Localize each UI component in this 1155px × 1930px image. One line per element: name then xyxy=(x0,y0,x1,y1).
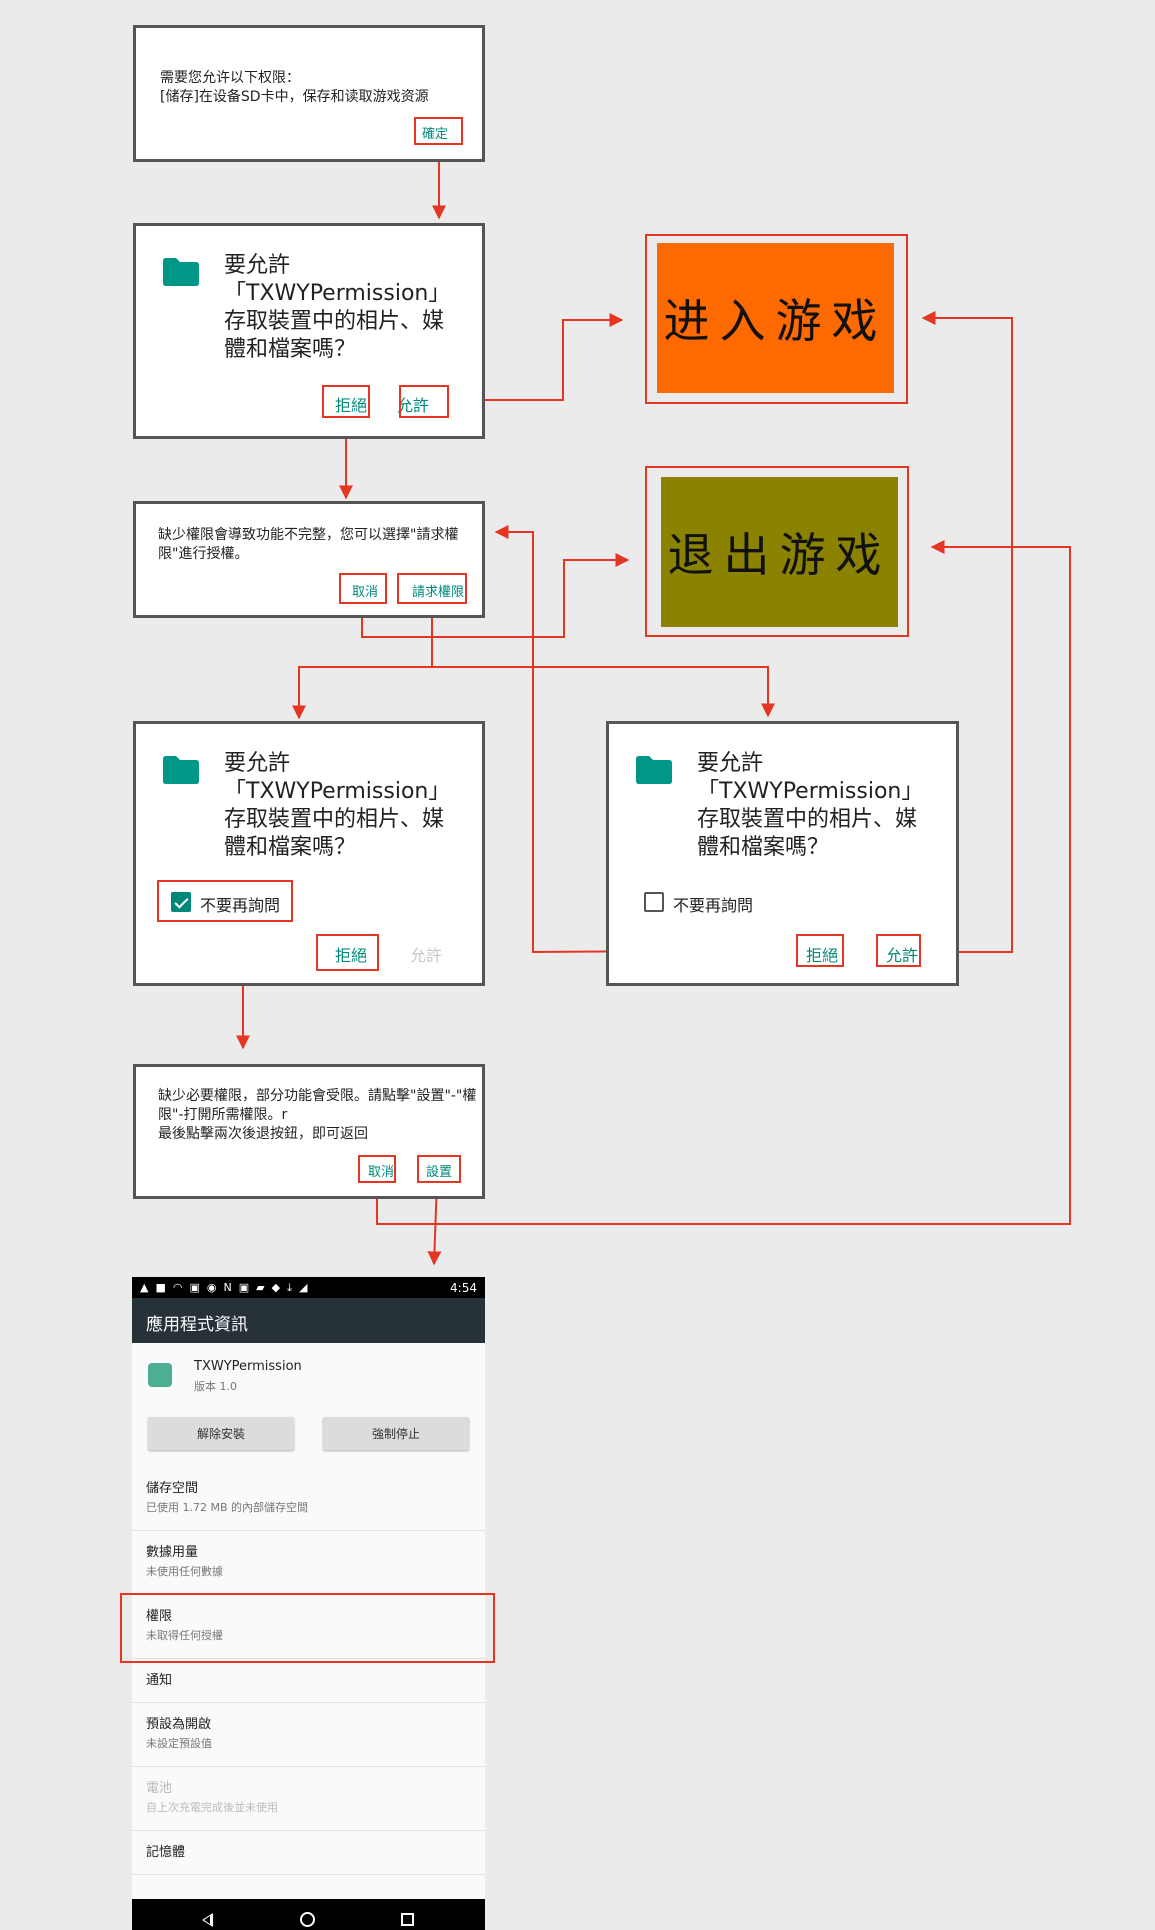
storage-sub: 已使用 1.72 MB 的內部儲存空間 xyxy=(146,1501,309,1514)
dont-ask-checkbox[interactable] xyxy=(644,892,664,912)
deny-button[interactable]: 拒絕 xyxy=(805,946,838,965)
dialog5-cancel-highlight xyxy=(358,1155,396,1183)
permission-dialog: 要允許 「TXWYPermission」 存取裝置中的相片、媒 體和檔案嗎？ 拒… xyxy=(133,223,485,439)
recents-icon[interactable] xyxy=(401,1913,414,1926)
dialog5-settings-highlight xyxy=(417,1155,461,1183)
battery-row: 電池 自上次充電完成後並未使用 xyxy=(132,1767,485,1831)
signal-icon: ◢ xyxy=(298,1281,308,1294)
notice-line2: [储存]在设备SD卡中，保存和读取游戏资源 xyxy=(160,89,429,105)
app-name: TXWYPermission xyxy=(194,1359,302,1374)
permissions-sub: 未取得任何授權 xyxy=(146,1629,223,1642)
arrow-request-to-left-dialog xyxy=(292,666,432,720)
app-version: 版本 1.0 xyxy=(194,1380,237,1393)
deny-highlight xyxy=(322,385,370,418)
permission-title: 要允許 「TXWYPermission」 存取裝置中的相片、媒 體和檔案嗎？ xyxy=(224,751,451,860)
data-usage-sub: 未使用任何數據 xyxy=(146,1565,223,1578)
go-settings-dialog: 缺少必要權限，部分功能會受限。請點擊"設置"-"權限"-打開所需權限。r 最後點… xyxy=(133,1064,485,1199)
open-by-default-sub: 未設定預設值 xyxy=(146,1737,212,1750)
battery-sub: 自上次充電完成後並未使用 xyxy=(146,1801,278,1814)
app-header: TXWYPermission 版本 1.0 xyxy=(132,1343,485,1403)
bookmark-icon: ▰ xyxy=(256,1281,265,1294)
cancel-highlight xyxy=(339,573,387,604)
android-icon: ◆ xyxy=(271,1281,281,1294)
dont-ask-label: 不要再詢問 xyxy=(200,896,281,915)
permission-title: 要允許 「TXWYPermission」 存取裝置中的相片、媒 體和檔案嗎？ xyxy=(224,253,451,362)
permission-title: 要允許 「TXWYPermission」 存取裝置中的相片、媒 體和檔案嗎？ xyxy=(697,751,924,860)
deny-button[interactable]: 拒絕 xyxy=(334,396,367,415)
status-bar: ▲ ■ ◠ ▣ ◉ N ▣ ▰ ◆ ⤓ ◢ 4:54 xyxy=(132,1277,485,1298)
exit-game-frame xyxy=(645,466,909,637)
enter-game-box[interactable]: 进入游戏 xyxy=(657,243,894,393)
enter-game-frame xyxy=(645,234,908,404)
storage-notice-dialog: 需要您允许以下权限： [储存]在设备SD卡中，保存和读取游戏资源 確定 xyxy=(133,25,485,162)
dont-ask-highlight xyxy=(157,880,293,922)
app-actions: 解除安裝 強制停止 xyxy=(132,1403,485,1467)
permissions-title: 權限 xyxy=(146,1609,173,1624)
battery-title: 電池 xyxy=(146,1781,173,1796)
memory-row[interactable]: 記憶體 xyxy=(132,1831,485,1875)
arrow-allow-to-enter-game xyxy=(449,313,624,401)
cancel-button[interactable]: 取消 xyxy=(367,1165,394,1180)
storage-row[interactable]: 儲存空間 已使用 1.72 MB 的內部儲存空間 xyxy=(132,1467,485,1531)
notifications-title: 通知 xyxy=(146,1673,173,1688)
allow-button[interactable]: 允許 xyxy=(885,946,918,965)
nfc-icon: N xyxy=(223,1281,232,1294)
force-stop-button[interactable]: 強制停止 xyxy=(323,1417,469,1450)
storage-title: 儲存空間 xyxy=(146,1481,199,1496)
dont-ask-label: 不要再詢問 xyxy=(673,896,754,915)
arrow-right-allow-to-enter-game xyxy=(920,311,1013,953)
allow-highlight xyxy=(399,385,449,418)
image-icon: ▣ xyxy=(189,1281,200,1294)
notice-line1: 需要您允许以下权限： xyxy=(160,70,300,86)
data-usage-title: 數據用量 xyxy=(146,1545,199,1560)
dont-ask-checkbox[interactable] xyxy=(171,892,191,912)
notifications-row[interactable]: 通知 xyxy=(132,1659,485,1703)
warning-icon: ▲ xyxy=(140,1281,149,1294)
missing-permission-text: 缺少權限會導致功能不完整，您可以選擇"請求權限"進行授權。 xyxy=(158,527,459,562)
permissions-row-highlight xyxy=(120,1593,495,1663)
deny-button[interactable]: 拒絕 xyxy=(334,946,367,965)
exit-game-box[interactable]: 退出游戏 xyxy=(661,477,898,627)
download-icon: ⤓ xyxy=(287,1280,292,1294)
status-time: 4:54 xyxy=(450,1280,477,1295)
confirm-highlight xyxy=(414,117,463,145)
confirm-button[interactable]: 確定 xyxy=(421,127,448,142)
cancel-button[interactable]: 取消 xyxy=(351,585,378,600)
deny-left-highlight xyxy=(316,934,379,971)
permission-dialog-dont-ask-checked: 要允許 「TXWYPermission」 存取裝置中的相片、媒 體和檔案嗎？ 不… xyxy=(133,721,485,986)
data-usage-row[interactable]: 數據用量 未使用任何數據 xyxy=(132,1531,485,1595)
uninstall-button[interactable]: 解除安裝 xyxy=(148,1417,294,1450)
folder-icon xyxy=(163,756,199,784)
folder-icon xyxy=(163,258,199,286)
deny-right-highlight xyxy=(796,934,844,967)
folder-icon xyxy=(636,756,672,784)
allow-right-highlight xyxy=(876,934,921,967)
missing-permission-dialog: 缺少權限會導致功能不完整，您可以選擇"請求權限"進行授權。 取消 請求權限 xyxy=(133,501,485,618)
app-bar-title: 應用程式資訊 xyxy=(132,1298,485,1343)
go-settings-text: 缺少必要權限，部分功能會受限。請點擊"設置"-"權限"-打開所需權限。r 最後點… xyxy=(158,1088,477,1142)
allow-button[interactable]: 允許 xyxy=(396,396,429,415)
facebook-icon: ■ xyxy=(155,1281,166,1294)
permissions-row[interactable]: 權限 未取得任何授權 xyxy=(132,1595,485,1659)
arrow-request-to-right-dialog xyxy=(432,666,775,718)
request-permission-button[interactable]: 請求權限 xyxy=(411,585,464,600)
arrow-cancel-to-exit-game xyxy=(361,553,630,638)
back-icon[interactable] xyxy=(202,1913,213,1927)
settings-button[interactable]: 設置 xyxy=(425,1165,452,1180)
memory-title: 記憶體 xyxy=(146,1845,186,1860)
request-highlight xyxy=(397,573,467,604)
home-icon[interactable] xyxy=(300,1912,315,1927)
wifi-icon: ◠ xyxy=(172,1281,183,1294)
photo-icon: ▣ xyxy=(238,1281,250,1294)
app-info-screen: ▲ ■ ◠ ▣ ◉ N ▣ ▰ ◆ ⤓ ◢ 4:54 應用程式資訊 TXWYPe… xyxy=(132,1277,485,1930)
arrow-dialog5-cancel-to-exit-game xyxy=(376,540,1071,1225)
allow-button-disabled: 允許 xyxy=(409,946,442,965)
record-icon: ◉ xyxy=(206,1281,217,1294)
navigation-bar xyxy=(132,1899,485,1930)
android-app-icon xyxy=(148,1363,172,1387)
open-by-default-row[interactable]: 預設為開啟 未設定預設值 xyxy=(132,1703,485,1767)
permission-dialog-dont-ask-unchecked: 要允許 「TXWYPermission」 存取裝置中的相片、媒 體和檔案嗎？ 不… xyxy=(606,721,959,986)
open-by-default-title: 預設為開啟 xyxy=(146,1717,212,1732)
